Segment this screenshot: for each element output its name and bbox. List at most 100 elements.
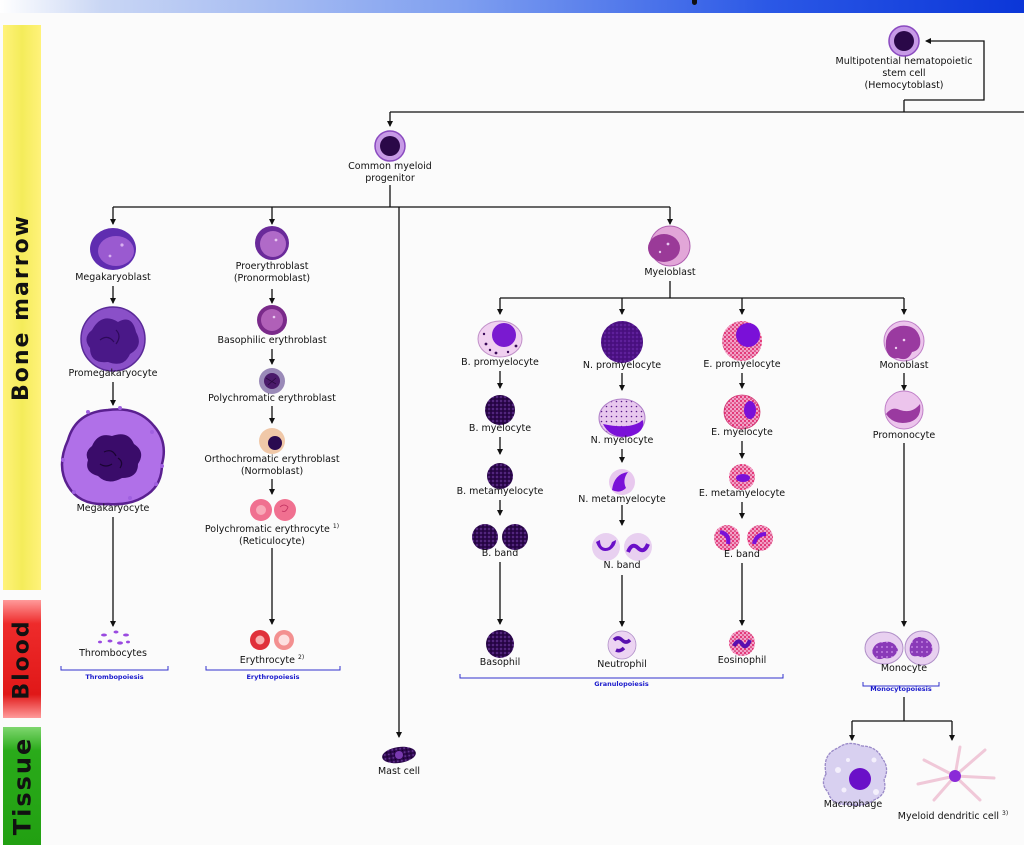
polychromatic-erythrocyte-label: Polychromatic erythrocyte 1) (Reticulocy…	[192, 521, 352, 548]
reticulocyte-label-line-2: (Reticulocyte)	[239, 536, 305, 548]
monoblast	[883, 320, 925, 362]
b-myelocyte	[485, 395, 515, 425]
dendritic-cell-footnote: 3)	[1002, 810, 1009, 817]
megakaryocyte-label: Megakaryocyte	[76, 503, 150, 514]
title-fragment	[692, 0, 697, 5]
n-promyelocyte	[601, 321, 643, 363]
monocyte	[864, 630, 940, 666]
promegakaryocyte-label: Promegakaryocyte	[68, 368, 158, 379]
e-promyelocyte	[722, 321, 762, 361]
thrombopoiesis-bracket	[60, 666, 169, 671]
proerythroblast-label-line-1: Proerythroblast	[235, 261, 309, 272]
macrophage-label: Macrophage	[823, 799, 883, 810]
proerythroblast	[255, 226, 289, 260]
macrophage	[822, 742, 888, 806]
thrombocytes	[98, 630, 130, 645]
promonocyte	[884, 390, 924, 430]
reticulocyte-footnote: 1)	[332, 523, 340, 530]
promegakaryocyte	[80, 306, 146, 372]
common-myeloid-label: Common myeloid progenitor	[336, 161, 444, 185]
b-metamyelocyte	[487, 463, 513, 489]
common-myeloid-label-line-1: Common myeloid	[348, 161, 432, 172]
monocytopoiesis-group-label: Monocytopoiesis	[870, 685, 932, 693]
basophil	[486, 630, 514, 658]
neutrophil-label: Neutrophil	[597, 659, 647, 670]
reticulocyte-label-line-1: Polychromatic erythrocyte	[204, 524, 330, 536]
eosinophil-label: Eosinophil	[717, 655, 767, 666]
e-metamyelocyte-label: E. metamyelocyte	[698, 488, 786, 499]
n-metamyelocyte	[609, 469, 635, 495]
common-myeloid-progenitor	[374, 130, 406, 162]
b-promyelocyte	[477, 320, 523, 358]
basophil-label: Basophil	[479, 657, 521, 668]
granulopoiesis-group-label: Granulopoiesis	[594, 680, 649, 688]
stem-cell-label: Multipotential hematopoietic stem cell (…	[832, 56, 976, 92]
self-renewal-arrow	[904, 38, 985, 101]
erythrocyte-label-text: Erythrocyte	[239, 655, 295, 667]
n-promyelocyte-label: N. promyelocyte	[582, 360, 662, 371]
myeloblast	[648, 225, 691, 267]
e-promyelocyte-label: E. promyelocyte	[703, 359, 781, 370]
megakaryocyte	[60, 406, 165, 506]
neutrophil	[607, 630, 637, 660]
b-band-label: B. band	[481, 548, 519, 559]
eosinophil	[729, 630, 755, 656]
promonocyte-label: Promonocyte	[872, 430, 936, 441]
stem-cell-label-line-3: (Hemocytoblast)	[864, 80, 944, 91]
dendritic-cell-label: Myeloid dendritic cell 3)	[884, 808, 1022, 823]
megakaryoblast	[90, 228, 136, 270]
myeloblast-label: Myeloblast	[644, 267, 696, 278]
mast-cell-label: Mast cell	[377, 766, 421, 777]
common-myeloid-label-line-2: progenitor	[365, 173, 415, 184]
tissue-band: Tissue	[3, 727, 41, 845]
polychromatic-erythroblast-label: Polychromatic erythroblast	[208, 393, 336, 404]
e-metamyelocyte	[729, 464, 755, 490]
mast-cell	[382, 746, 416, 764]
polychromatic-erythrocyte	[250, 499, 296, 521]
proerythroblast-label-line-2: (Pronormoblast)	[233, 273, 311, 284]
basophilic-erythroblast-label: Basophilic erythroblast	[217, 335, 327, 346]
granulopoiesis-bracket	[459, 674, 784, 679]
orthochromatic-erythroblast	[259, 428, 285, 454]
monocyte-label: Monocyte	[880, 663, 928, 674]
dendritic-cell-label-text: Myeloid dendritic cell	[897, 811, 1000, 823]
erythropoiesis-bracket	[205, 666, 341, 671]
e-band-label: E. band	[724, 549, 760, 560]
stem-cell	[888, 25, 920, 57]
lineage-connectors	[110, 38, 1024, 741]
orthochromatic-label-line-1: Orthochromatic erythroblast	[204, 454, 340, 465]
erythrocyte-label: Erythrocyte 2)	[222, 652, 322, 667]
n-myelocyte	[598, 398, 646, 438]
erythropoiesis-group-label: Erythropoiesis	[246, 673, 300, 681]
group-brackets	[60, 666, 940, 687]
monoblast-label: Monoblast	[879, 360, 929, 371]
myeloid-dendritic-cell	[916, 745, 996, 802]
b-band	[472, 524, 528, 550]
erythrocyte	[250, 630, 294, 650]
b-promyelocyte-label: B. promyelocyte	[461, 357, 539, 368]
thrombocytes-label: Thrombocytes	[79, 648, 147, 659]
blood-band: Blood	[3, 600, 41, 718]
n-myelocyte-label: N. myelocyte	[590, 435, 654, 446]
orthochromatic-erythroblast-label: Orthochromatic erythroblast (Normoblast)	[192, 454, 352, 478]
monocytopoiesis-bracket	[862, 682, 940, 687]
b-metamyelocyte-label: B. metamyelocyte	[456, 486, 544, 497]
n-metamyelocyte-label: N. metamyelocyte	[578, 494, 666, 505]
thrombopoiesis-group-label: Thrombopoiesis	[85, 673, 144, 681]
n-band-label: N. band	[603, 560, 641, 571]
erythrocyte-footnote: 2)	[298, 654, 305, 661]
e-myelocyte	[723, 394, 761, 430]
e-band	[714, 525, 773, 551]
e-myelocyte-label: E. myelocyte	[711, 427, 773, 438]
orthochromatic-label-line-2: (Normoblast)	[240, 466, 304, 477]
proerythroblast-label: Proerythroblast (Pronormoblast)	[212, 261, 332, 285]
polychromatic-erythroblast	[259, 368, 285, 394]
megakaryoblast-label: Megakaryoblast	[75, 272, 151, 283]
stem-cell-label-line-2: stem cell	[882, 68, 926, 79]
stem-cell-label-line-1: Multipotential hematopoietic	[835, 56, 973, 67]
b-myelocyte-label: B. myelocyte	[468, 423, 532, 434]
basophilic-erythroblast	[257, 305, 287, 335]
title-banner	[0, 0, 1024, 13]
bone-marrow-band: Bone marrow	[3, 25, 41, 590]
